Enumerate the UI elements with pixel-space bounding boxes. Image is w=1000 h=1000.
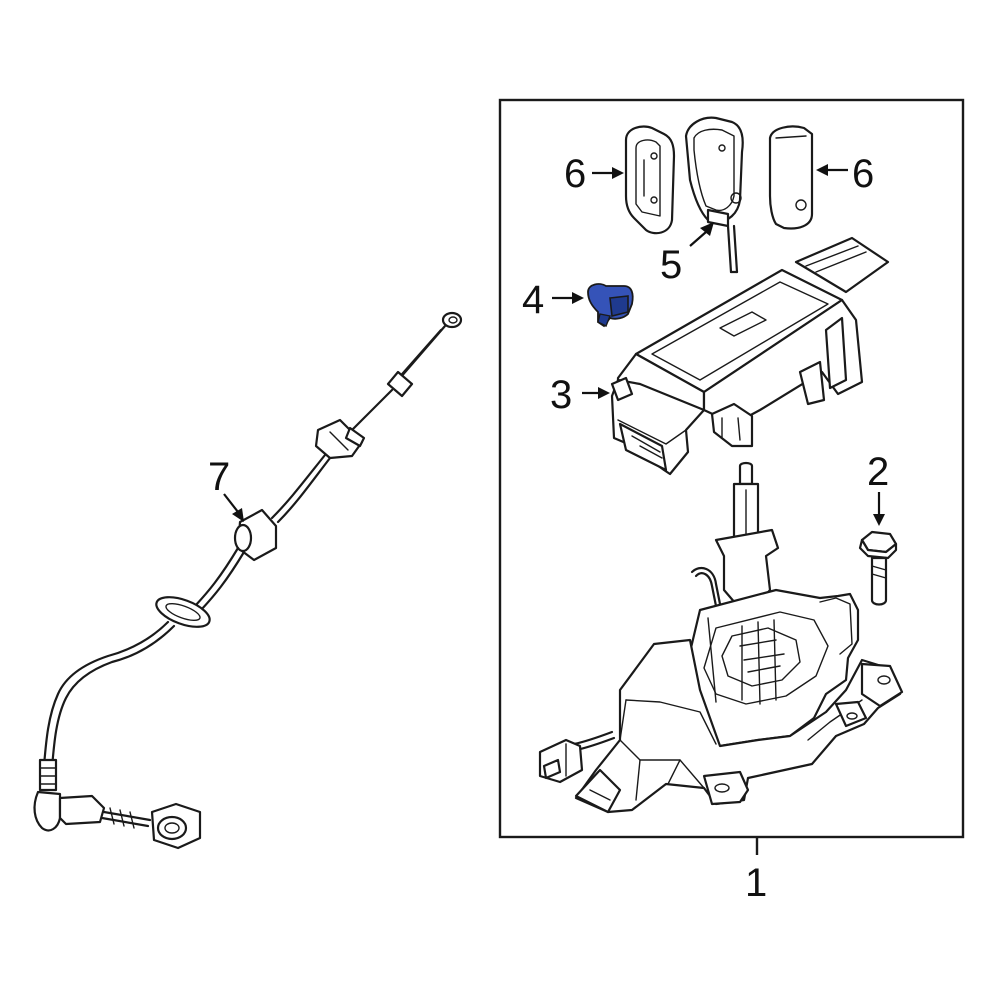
cover-left-part <box>624 125 676 235</box>
highlighted-clip-part <box>587 283 634 328</box>
shift-cable-part <box>33 311 463 850</box>
cable-end-eye <box>441 311 463 329</box>
callout-arrows <box>223 164 885 526</box>
cable-ring <box>155 596 211 628</box>
cable-clip <box>314 418 364 460</box>
assembly-frame <box>498 98 965 839</box>
callout-6-right: 6 <box>852 152 874 196</box>
indicator-bezel-part <box>610 236 890 476</box>
shifter-assembly-part <box>538 461 904 814</box>
callout-7: 7 <box>208 455 230 499</box>
callout-3: 3 <box>550 373 572 417</box>
cover-right-part <box>768 125 814 230</box>
bolt-part <box>858 530 898 606</box>
callout-1: 1 <box>745 861 767 905</box>
callout-6-left: 6 <box>564 152 586 196</box>
callout-2: 2 <box>867 450 889 494</box>
shift-knob-part <box>684 116 744 274</box>
callout-5: 5 <box>660 243 682 287</box>
callout-4: 4 <box>522 278 544 322</box>
